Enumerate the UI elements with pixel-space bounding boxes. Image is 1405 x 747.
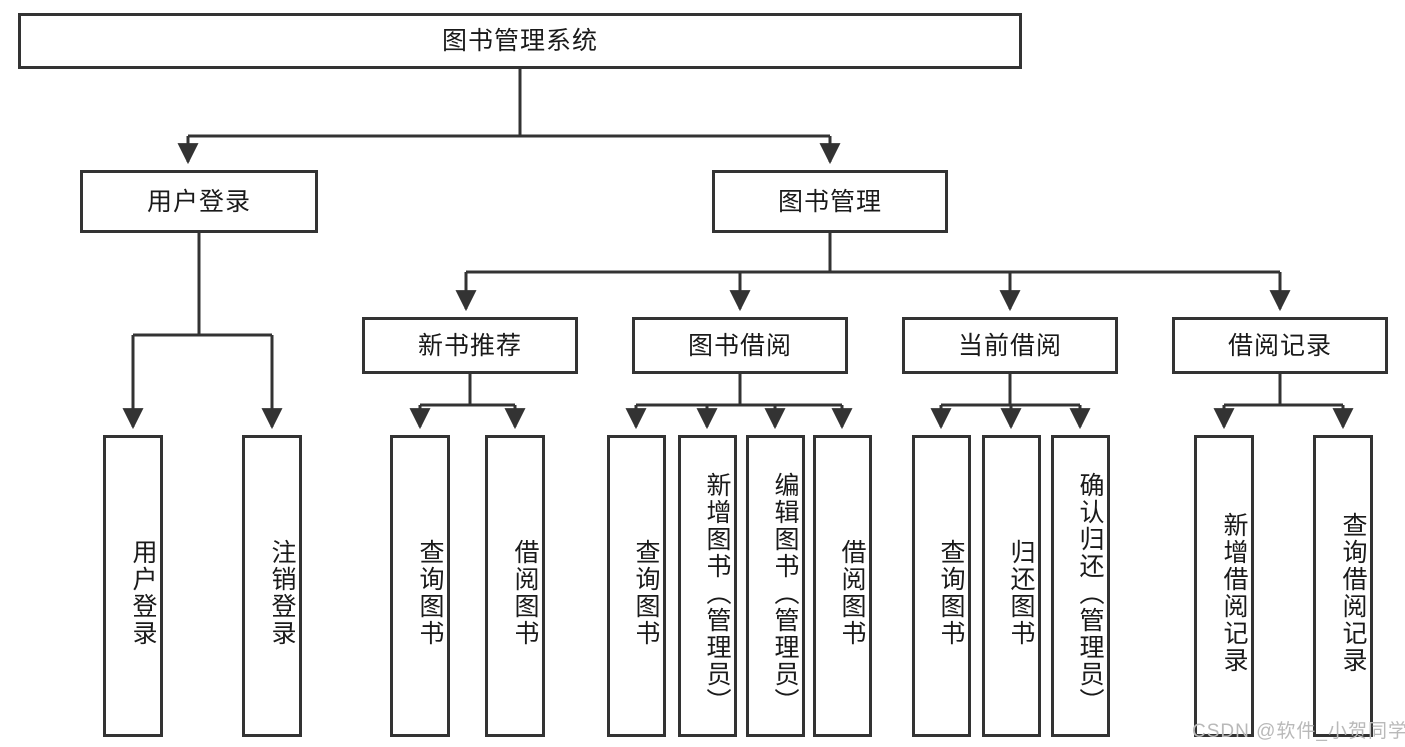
leaf-user-login[interactable]: 用户登录 (103, 435, 163, 737)
leaf-borrow-book[interactable]: 借阅图书 (813, 435, 872, 737)
leaf-query-book-newbook-label: 查询图书 (416, 539, 444, 647)
leaf-query-book-borrow[interactable]: 查询图书 (607, 435, 666, 737)
leaf-query-borrow-record-label: 查询借阅记录 (1339, 512, 1367, 674)
leaf-logout[interactable]: 注销登录 (242, 435, 302, 737)
node-root-label: 图书管理系统 (441, 27, 598, 55)
node-current-borrow-label: 当前借阅 (957, 331, 1062, 360)
leaf-borrow-book-newbook-label: 借阅图书 (511, 539, 539, 647)
node-root[interactable]: 图书管理系统 (18, 13, 1022, 69)
node-user-login-label: 用户登录 (146, 187, 251, 216)
leaf-add-book-admin[interactable]: 新增图书（管理员） (678, 435, 737, 737)
leaf-confirm-return-admin-label: 确认归还（管理员） (1076, 471, 1104, 715)
node-current-borrow[interactable]: 当前借阅 (902, 317, 1118, 374)
node-book-management-label: 图书管理 (777, 187, 882, 216)
leaf-query-book-borrow-label: 查询图书 (632, 539, 660, 647)
leaf-query-book-current[interactable]: 查询图书 (912, 435, 971, 737)
node-book-management[interactable]: 图书管理 (712, 170, 948, 233)
leaf-edit-book-admin[interactable]: 编辑图书（管理员） (746, 435, 805, 737)
leaf-add-borrow-record[interactable]: 新增借阅记录 (1194, 435, 1254, 737)
leaf-borrow-book-label: 借阅图书 (838, 539, 866, 647)
node-user-login[interactable]: 用户登录 (80, 170, 318, 233)
leaf-edit-book-admin-label: 编辑图书（管理员） (771, 471, 799, 715)
leaf-query-book-current-label: 查询图书 (937, 539, 965, 647)
leaf-return-book-label: 归还图书 (1007, 539, 1035, 647)
leaf-logout-label: 注销登录 (268, 539, 296, 647)
node-book-borrow[interactable]: 图书借阅 (632, 317, 848, 374)
leaf-query-book-newbook[interactable]: 查询图书 (390, 435, 450, 737)
node-new-book-recommend-label: 新书推荐 (417, 331, 522, 360)
leaf-confirm-return-admin[interactable]: 确认归还（管理员） (1051, 435, 1110, 737)
node-new-book-recommend[interactable]: 新书推荐 (362, 317, 578, 374)
leaf-return-book[interactable]: 归还图书 (982, 435, 1041, 737)
node-borrow-record[interactable]: 借阅记录 (1172, 317, 1388, 374)
leaf-borrow-book-newbook[interactable]: 借阅图书 (485, 435, 545, 737)
node-book-borrow-label: 图书借阅 (687, 331, 792, 360)
csdn-watermark: CSDN @软件_小贺同学 (1192, 721, 1405, 742)
leaf-add-book-admin-label: 新增图书（管理员） (703, 471, 731, 715)
leaf-query-borrow-record[interactable]: 查询借阅记录 (1313, 435, 1373, 737)
leaf-add-borrow-record-label: 新增借阅记录 (1220, 512, 1248, 674)
node-borrow-record-label: 借阅记录 (1227, 331, 1332, 360)
leaf-user-login-label: 用户登录 (129, 539, 157, 647)
